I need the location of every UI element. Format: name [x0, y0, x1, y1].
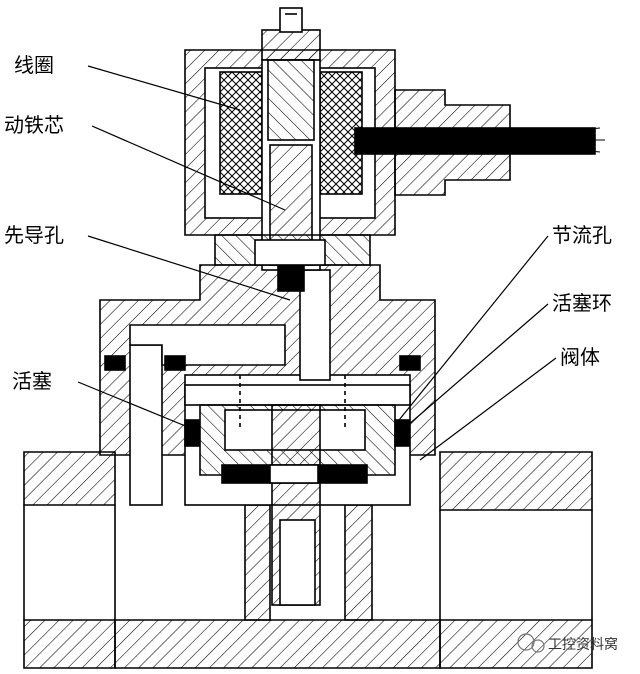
label-moving-core: 动铁芯: [4, 113, 64, 137]
cable-gland: [354, 89, 605, 196]
watermark-text: 工控资料窝: [548, 637, 618, 653]
piston: [104, 355, 421, 606]
label-throttle-hole: 节流孔: [552, 223, 612, 247]
watermark-icon: [517, 633, 545, 653]
leader-lines: [77, 65, 557, 461]
label-piston-ring: 活塞环: [552, 291, 612, 315]
label-coil: 线圈: [14, 53, 54, 77]
label-piston: 活塞: [12, 369, 52, 393]
label-pilot-hole: 先导孔: [4, 223, 64, 247]
label-valve-body: 阀体: [560, 345, 600, 369]
